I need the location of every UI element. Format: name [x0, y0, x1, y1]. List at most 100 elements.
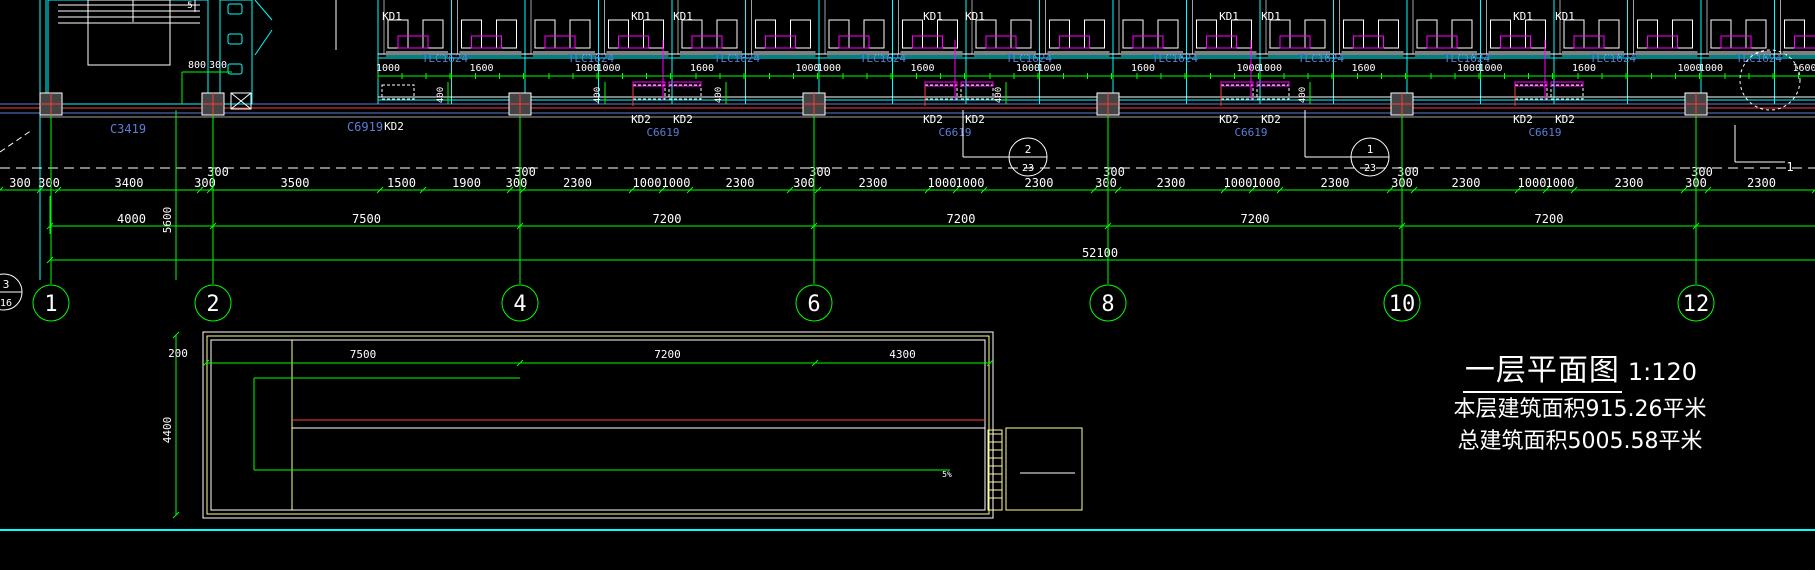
dim-row1-label: 1900: [452, 176, 481, 190]
furniture-desk: [765, 35, 796, 49]
window-size-label: 1000: [795, 63, 819, 74]
dim-tick: [686, 186, 694, 194]
window-size-label: 1000: [1457, 63, 1481, 74]
dim-row1-upper-label: 300: [1397, 165, 1419, 179]
dim-row1-label: 300: [194, 176, 216, 190]
dim-row1-label: 2300: [859, 176, 888, 190]
window-tag-tlc: TLC1624: [1006, 52, 1053, 65]
dim-row1-label: 1500: [387, 176, 416, 190]
furniture-desk: [1500, 35, 1531, 49]
window-tag-tlc: TLC1624: [1152, 52, 1199, 65]
furniture-bed: [1084, 19, 1105, 49]
stair-block: [47, 0, 209, 105]
furniture-desk: [1794, 35, 1815, 49]
dim-row1-label: 3500: [281, 176, 310, 190]
window-tag-tlc: TLC1624: [422, 52, 469, 65]
dim-tick: [811, 359, 819, 367]
window-size-label: 1600: [469, 63, 493, 74]
axis-bubble-label-1: 1: [44, 292, 57, 317]
door-frame: [960, 84, 994, 100]
window-size-label: 1600: [1351, 63, 1375, 74]
door-frame: [1550, 84, 1584, 100]
furniture-desk: [1059, 35, 1090, 49]
dim-tick: [516, 359, 524, 367]
plan-scale: 1:120: [1627, 358, 1698, 386]
pool-side-4400: 4400: [161, 417, 174, 444]
dim-tick: [172, 511, 180, 519]
furniture-bed: [863, 19, 885, 49]
furniture-desk: [838, 35, 870, 49]
dim-tick: [1680, 186, 1688, 194]
door-tag-kd1: KD1: [923, 10, 943, 23]
window-tag-tlc: TLC1624: [1736, 52, 1783, 65]
axis-bubble-label-10: 10: [1389, 292, 1416, 317]
dim-row1-label: 1000: [928, 176, 957, 190]
dim-row1-label: 1000: [1224, 176, 1253, 190]
window-size-label: 1600: [910, 63, 934, 74]
axis-bubble-2: [194, 284, 232, 322]
pool-dim-label: 7200: [654, 348, 681, 361]
window-size-label: 1000: [1236, 63, 1260, 74]
floor-area-text: 本层建筑面积915.26平米: [1453, 397, 1707, 422]
dim-tick: [202, 359, 210, 367]
dim-row1-label: 2300: [1615, 176, 1644, 190]
equip-cross: [230, 92, 252, 110]
dim-tick: [206, 186, 214, 194]
dim-row1-label: 300: [793, 176, 815, 190]
window-size-label: 1600: [1131, 63, 1155, 74]
dim-row2-label: 4000: [117, 212, 146, 226]
dim-tick: [1114, 186, 1122, 194]
dim-row1-label: 2300: [1452, 176, 1481, 190]
dim-tick: [1386, 186, 1394, 194]
door-tag-kd2: KD2: [1219, 113, 1239, 126]
window-size-label: 1600: [1792, 63, 1815, 74]
door-panel: [668, 81, 702, 87]
equip-unit: [227, 33, 243, 45]
furniture-bed: [1378, 19, 1399, 49]
furniture-bed: [643, 19, 664, 49]
equip-unit: [227, 63, 243, 75]
dim-tick: [1704, 186, 1712, 194]
dim-total-label: 52100: [1082, 246, 1118, 260]
door-tag-kd1: KD1: [673, 10, 693, 23]
door-panel: [1220, 81, 1254, 87]
dim-row1-label: 2300: [1321, 176, 1350, 190]
dim-tick: [506, 186, 514, 194]
door-panel: [1256, 81, 1290, 87]
window-size-label: 1000: [1037, 63, 1061, 74]
dim-tick: [1410, 186, 1418, 194]
window-tag-c6919: C6919: [347, 120, 383, 134]
dim-row1-label: 2300: [1157, 176, 1186, 190]
window-size-label: 1000: [1677, 63, 1701, 74]
furniture-bed: [1672, 19, 1693, 49]
equip-box: [230, 92, 252, 110]
dim-800-label: 800: [188, 60, 206, 71]
window-size-label: 1000: [596, 63, 620, 74]
v-dim-400-label: 400: [714, 87, 724, 103]
dim-tick: [814, 186, 822, 194]
dim-row1-label: 1000: [1546, 176, 1575, 190]
left-bubble-top: 3: [3, 278, 10, 291]
window-tag-c6619: C6619: [938, 126, 971, 139]
window-tag-tlc: TLC1624: [860, 52, 907, 65]
axis-bubble-8: [1089, 284, 1127, 322]
pool-stair: [987, 429, 1003, 511]
window-size-label: 1000: [1258, 63, 1282, 74]
door-tag-kd1: KD1: [1261, 10, 1281, 23]
dim-row1-label: 1000: [1518, 176, 1547, 190]
door-tag-kd1: KD1: [382, 10, 402, 23]
pool-dim-label: 4300: [889, 348, 916, 361]
furniture-bed: [1304, 19, 1326, 49]
pool-inner: [210, 339, 986, 511]
axis-bubble-12: [1677, 284, 1715, 322]
door-tag-kd2: KD2: [1555, 113, 1575, 126]
pump-house: [1005, 427, 1083, 511]
furniture-bed: [790, 19, 811, 49]
section-number: 2: [1025, 143, 1032, 156]
window-size-label: 1600: [1572, 63, 1596, 74]
dim-tick: [1276, 186, 1284, 194]
dim-row1-label: 2300: [1747, 176, 1776, 190]
furniture-desk: [912, 35, 943, 49]
